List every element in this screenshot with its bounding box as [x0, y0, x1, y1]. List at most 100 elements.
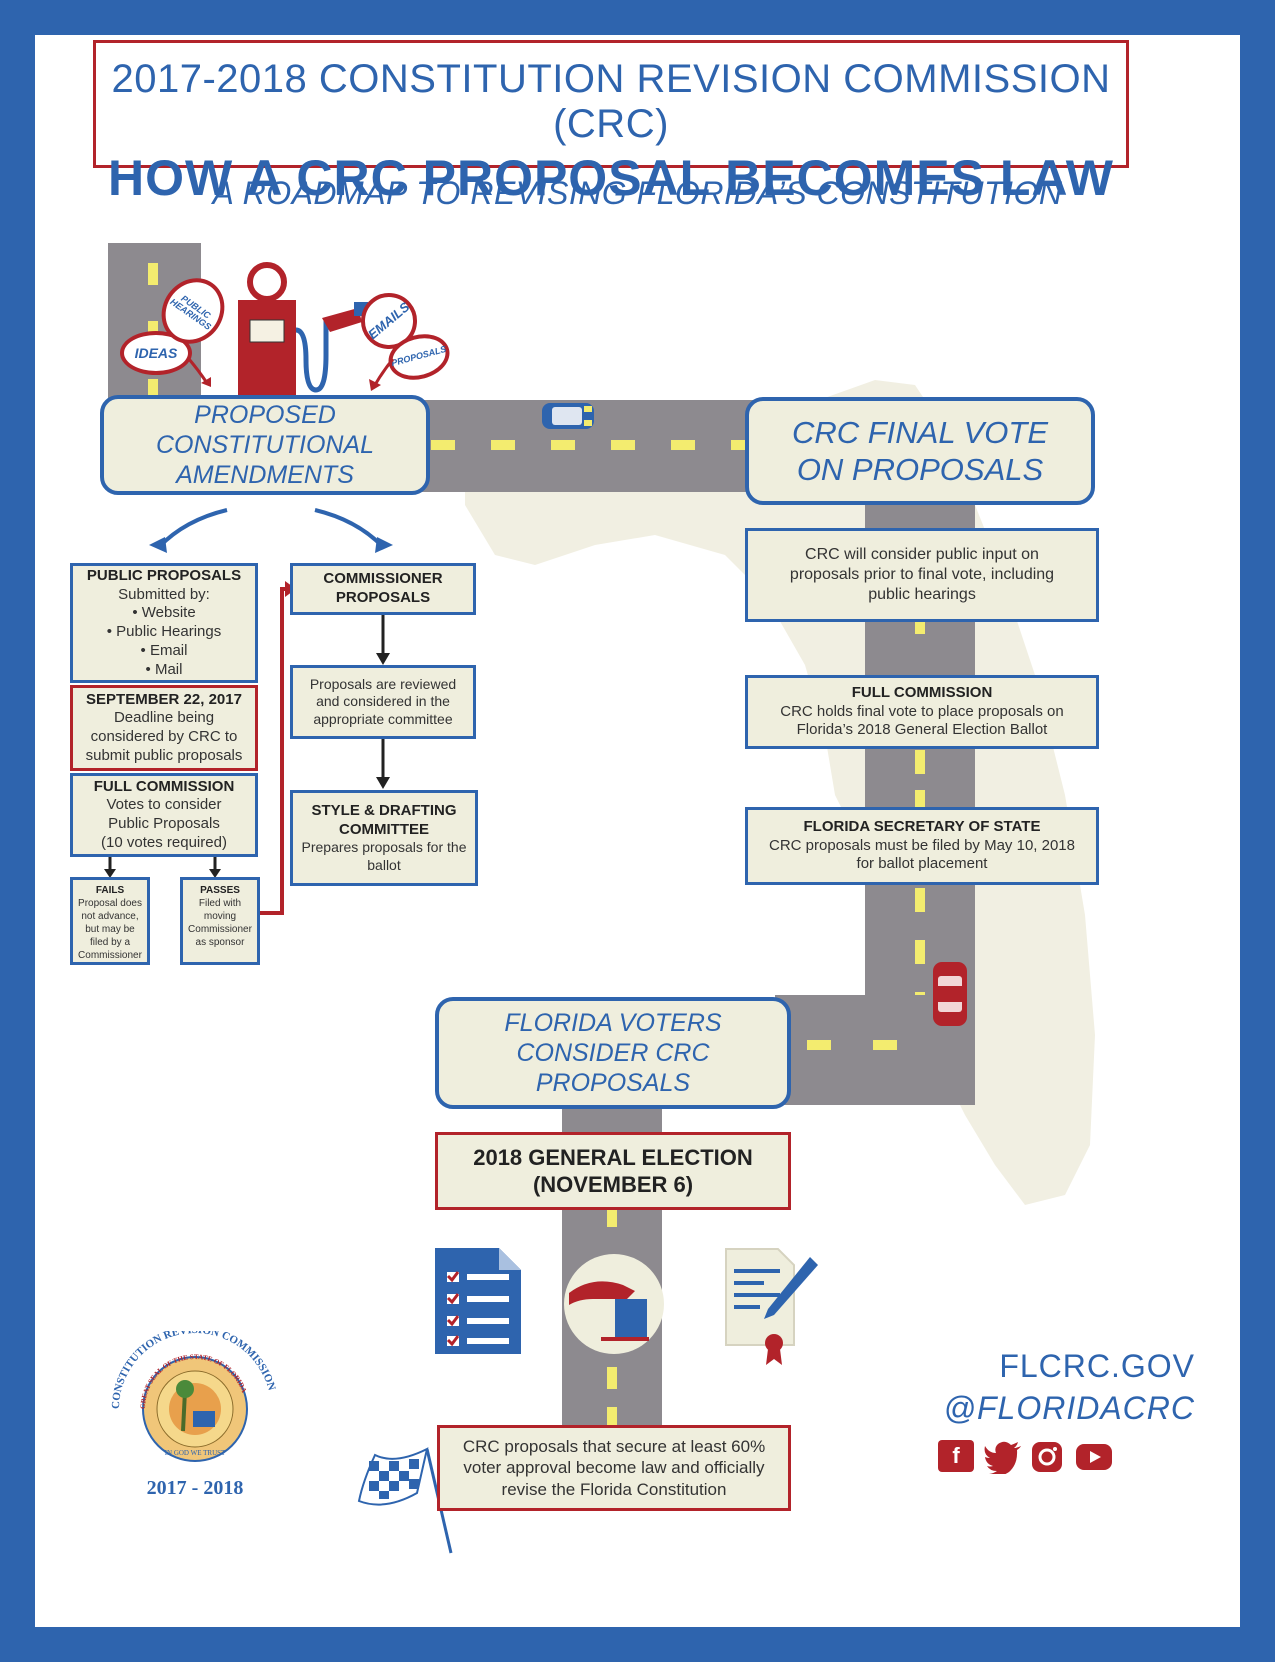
- public-proposals-line: • Public Hearings: [106, 623, 222, 640]
- deadline-line: considered by CRC to: [90, 728, 238, 745]
- commissioner-proposals-line-2: PROPOSALS: [335, 589, 431, 606]
- split-arrows: [149, 508, 393, 553]
- proposed-line-3: AMENDMENTS: [176, 461, 354, 489]
- deadline-box: SEPTEMBER 22, 2017 Deadline being consid…: [70, 685, 258, 771]
- commission-title: 2017-2018 CONSTITUTION REVISION COMMISSI…: [111, 57, 1111, 146]
- final-vote-box: CRC FINAL VOTE ON PROPOSALS: [745, 397, 1095, 505]
- final-vote-line-2: ON PROPOSALS: [796, 452, 1044, 487]
- checklist-document-icon: [435, 1248, 521, 1354]
- full-commission-vote-line: (10 votes required): [101, 833, 227, 851]
- page-subtitle: A ROADMAP TO REVISING FLORIDA’S CONSTITU…: [212, 175, 1063, 211]
- fails-heading: FAILS: [95, 885, 125, 896]
- passes-box: PASSES Filed with moving Commissioner as…: [180, 877, 260, 965]
- passes-line: Commissioner: [188, 924, 252, 935]
- committee-review-line: appropriate committee: [313, 710, 453, 727]
- arrow-into-proposed-left: [187, 358, 211, 387]
- commissioner-proposals-box: COMMISSIONER PROPOSALS: [290, 563, 476, 615]
- fails-line: but may be: [85, 924, 135, 935]
- full-commission-vote-line: Votes to consider: [106, 796, 222, 814]
- blue-car-icon: [542, 403, 594, 429]
- general-election-box: 2018 GENERAL ELECTION (NOVEMBER 6): [435, 1132, 791, 1210]
- secretary-of-state-box: FLORIDA SECRETARY OF STATE CRC proposals…: [745, 807, 1099, 885]
- proposed-line-2: CONSTITUTIONAL: [155, 431, 375, 459]
- voters-line-3: PROPOSALS: [535, 1069, 691, 1097]
- instagram-icon[interactable]: [1030, 1440, 1064, 1474]
- seal-motto: IN GOD WE TRUST: [165, 1449, 226, 1457]
- final-outcome-line: voter approval become law and officially: [463, 1458, 765, 1478]
- ideas-oval: IDEAS: [120, 331, 192, 375]
- passes-line: as sponsor: [195, 937, 245, 948]
- full-commission-final-box: FULL COMMISSION CRC holds final vote to …: [745, 675, 1099, 749]
- full-commission-vote-line: Public Proposals: [108, 815, 220, 832]
- secretary-of-state-line: for ballot placement: [856, 855, 988, 873]
- general-election-line-1: 2018 GENERAL ELECTION: [473, 1144, 753, 1170]
- public-input-line: proposals prior to final vote, including: [789, 566, 1055, 583]
- arrow-to-style-drafting: [376, 739, 390, 789]
- public-proposals-line: • Website: [132, 604, 196, 622]
- vote-outcome-arrows: [104, 857, 221, 878]
- twitter-handle[interactable]: @FLORIDACRC: [943, 1390, 1195, 1426]
- proposed-line-1: PROPOSED: [194, 401, 336, 429]
- deadline-line: submit public proposals: [85, 746, 243, 764]
- facebook-icon[interactable]: f: [938, 1440, 974, 1472]
- full-commission-vote-heading: FULL COMMISSION: [93, 777, 235, 795]
- fails-line: Commissioner: [78, 950, 142, 961]
- style-drafting-line: ballot: [367, 856, 401, 873]
- proposed-amendments-box: PROPOSED CONSTITUTIONAL AMENDMENTS: [100, 395, 430, 495]
- voters-line-2: CONSIDER CRC: [516, 1039, 710, 1067]
- final-outcome-line: CRC proposals that secure at least 60%: [462, 1437, 766, 1457]
- committee-review-line: Proposals are reviewed: [309, 675, 457, 692]
- fails-line: not advance,: [81, 911, 139, 922]
- deadline-heading: SEPTEMBER 22, 2017: [86, 690, 242, 708]
- deadline-line: Deadline being: [113, 709, 215, 727]
- fails-line: filed by a: [89, 937, 131, 948]
- red-car-icon: [933, 962, 967, 1026]
- page-title: HOW A CRC PROPOSAL BECOMES LAW: [108, 150, 1114, 206]
- style-drafting-line: Prepares proposals for the: [301, 839, 467, 856]
- florida-voters-box: FLORIDA VOTERS CONSIDER CRC PROPOSALS: [435, 997, 791, 1109]
- twitter-icon[interactable]: [983, 1440, 1023, 1474]
- committee-review-line: and considered in the: [316, 693, 450, 710]
- full-commission-vote-box: FULL COMMISSION Votes to consider Public…: [70, 773, 258, 857]
- general-election-line-2: (NOVEMBER 6): [532, 1172, 694, 1197]
- public-proposals-line: Submitted by:: [118, 585, 210, 603]
- public-input-line: public hearings: [868, 586, 976, 603]
- seal-years: 2017 - 2018: [146, 1477, 244, 1499]
- committee-review-box: Proposals are reviewed and considered in…: [290, 665, 476, 739]
- style-drafting-heading-2: COMMITTEE: [339, 820, 429, 838]
- checkered-flag-icon: [357, 1447, 453, 1554]
- commissioner-proposals-line-1: COMMISSIONER: [323, 570, 443, 588]
- title-box: 2017-2018 CONSTITUTION REVISION COMMISSI…: [93, 40, 1129, 206]
- full-commission-final-line: CRC holds final vote to place proposals …: [780, 702, 1064, 720]
- passes-line: moving: [203, 911, 237, 922]
- infographic-page: 2017-2018 CONSTITUTION REVISION COMMISSI…: [35, 35, 1240, 1627]
- arrow-into-proposed-right: [369, 358, 395, 391]
- public-input-box: CRC will consider public input on propos…: [745, 528, 1099, 622]
- final-outcome-box: CRC proposals that secure at least 60% v…: [437, 1425, 791, 1511]
- website-link[interactable]: FLCRC.GOV: [999, 1348, 1195, 1384]
- ballot-box-vote-icon: [564, 1254, 664, 1354]
- final-outcome-line: revise the Florida Constitution: [501, 1479, 727, 1499]
- public-proposals-heading: PUBLIC PROPOSALS: [86, 566, 242, 584]
- crc-seal: CONSTITUTION REVISION COMMISSION GREAT S…: [105, 1331, 285, 1509]
- public-proposals-line: • Email: [140, 641, 188, 659]
- final-vote-line-1: CRC FINAL VOTE: [791, 414, 1049, 450]
- public-input-line: CRC will consider public input on: [805, 546, 1039, 563]
- signed-document-icon: [725, 1248, 818, 1365]
- arrow-to-committee: [376, 615, 390, 665]
- gas-pump-icon: [238, 262, 368, 398]
- full-commission-final-line: Florida’s 2018 General Election Ballot: [796, 721, 1048, 739]
- seal-graphic: CONSTITUTION REVISION COMMISSION GREAT S…: [110, 1331, 278, 1462]
- fails-box: FAILS Proposal does not advance, but may…: [70, 877, 150, 965]
- secretary-of-state-heading: FLORIDA SECRETARY OF STATE: [803, 817, 1041, 835]
- youtube-icon[interactable]: [1075, 1442, 1113, 1472]
- style-drafting-heading-1: STYLE & DRAFTING: [311, 801, 457, 819]
- passes-line: Filed with: [198, 898, 242, 909]
- voters-line-1: FLORIDA VOTERS: [504, 1009, 722, 1037]
- style-drafting-box: STYLE & DRAFTING COMMITTEE Prepares prop…: [290, 790, 478, 886]
- full-commission-final-heading: FULL COMMISSION: [851, 683, 993, 701]
- public-proposals-line: • Mail: [145, 660, 183, 678]
- passes-heading: PASSES: [200, 885, 240, 896]
- secretary-of-state-line: CRC proposals must be filed by May 10, 2…: [769, 836, 1075, 854]
- fails-line: Proposal does: [78, 898, 142, 909]
